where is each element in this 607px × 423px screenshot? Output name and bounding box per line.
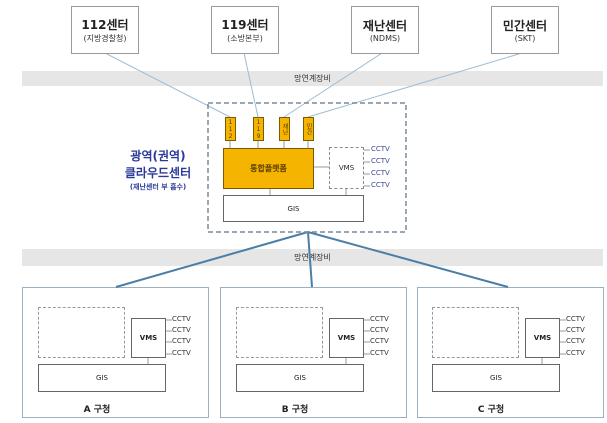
link-district-a	[115, 231, 309, 288]
vms-label: VMS	[139, 334, 158, 342]
cloud-title-line3: (재난센터 부 흡수)	[129, 183, 187, 191]
district-empty-module	[432, 307, 519, 358]
network-band-label: 망연계장비	[294, 253, 331, 262]
district-gis-a: GIS	[38, 364, 166, 392]
cctv-label: CCTV	[566, 315, 585, 323]
cctv-label: CCTV	[172, 326, 191, 334]
tag-private: 민간	[303, 117, 314, 141]
tag-112: 112	[225, 117, 236, 141]
center-119: 119센터 (소방본부)	[211, 6, 279, 54]
cloud-center-label: 광역(권역) 클라우드센터 (재난센터 부 흡수)	[112, 148, 204, 193]
gis-label: GIS	[96, 374, 108, 382]
network-band-top: 망연계장비	[22, 71, 603, 86]
vms-label: VMS	[338, 164, 355, 172]
link-private	[307, 52, 523, 118]
district-gis-b: GIS	[236, 364, 364, 392]
cctv-label: CCTV	[566, 337, 585, 345]
cloud-center-boundary	[207, 102, 407, 233]
district-empty-module	[38, 307, 125, 358]
cctv-label: CCTV	[370, 349, 389, 357]
district-gis-c: GIS	[432, 364, 560, 392]
gis-label: GIS	[490, 374, 502, 382]
cctv-label: CCTV	[371, 157, 390, 165]
gis-label: GIS	[294, 374, 306, 382]
platform-label: 통합플랫폼	[250, 164, 287, 173]
district-label-c: C 구청	[416, 400, 566, 416]
center-sub: (지방경찰청)	[83, 34, 127, 43]
link-disaster	[283, 52, 383, 118]
district-name: C 구청	[477, 404, 505, 415]
cctv-label: CCTV	[172, 337, 191, 345]
center-sub: (NDMS)	[369, 34, 401, 43]
district-empty-module	[236, 307, 323, 358]
cloud-vms: VMS	[329, 147, 364, 189]
center-name: 재난센터	[362, 19, 408, 33]
link-district-c	[307, 231, 509, 288]
center-disaster: 재난센터(NDMS)	[351, 6, 419, 54]
district-vms-b: VMS	[329, 318, 364, 358]
district-label-b: B 구청	[220, 400, 370, 416]
district-vms-a: VMS	[131, 318, 166, 358]
cctv-label: CCTV	[370, 315, 389, 323]
cctv-label: CCTV	[370, 337, 389, 345]
network-band-label: 망연계장비	[294, 74, 331, 83]
district-label-a: A 구청	[22, 400, 172, 416]
cctv-label: CCTV	[566, 326, 585, 334]
center-private: 민간센터(SKT)	[491, 6, 559, 54]
center-sub: (SKT)	[514, 34, 536, 43]
network-band-bottom: 망연계장비	[22, 249, 603, 266]
district-name: B 구청	[281, 404, 309, 415]
center-name: 민간센터	[502, 19, 548, 33]
cloud-title-line1: 광역(권역)	[130, 149, 186, 163]
vms-label: VMS	[337, 334, 356, 342]
cctv-label: CCTV	[172, 349, 191, 357]
district-name: A 구청	[83, 404, 111, 415]
tag-disaster: 재난	[279, 117, 290, 141]
center-sub: (소방본부)	[227, 34, 263, 43]
center-name: 119센터	[221, 18, 269, 32]
center-name: 112센터	[81, 18, 129, 32]
link-district-b	[307, 231, 313, 288]
vms-label: VMS	[533, 334, 552, 342]
link-119	[243, 52, 259, 118]
cctv-label: CCTV	[371, 145, 390, 153]
gis-label: GIS	[287, 204, 300, 213]
link-112	[104, 52, 231, 118]
integrated-platform: 통합플랫폼	[223, 148, 314, 189]
cloud-title-line2: 클라우드센터	[124, 166, 192, 180]
district-vms-c: VMS	[525, 318, 560, 358]
cctv-label: CCTV	[566, 349, 585, 357]
center-112: 112센터 (지방경찰청)	[71, 6, 139, 54]
cloud-gis: GIS	[223, 195, 364, 222]
cctv-label: CCTV	[370, 326, 389, 334]
tag-119: 119	[253, 117, 264, 141]
cctv-label: CCTV	[172, 315, 191, 323]
cctv-label: CCTV	[371, 169, 390, 177]
cctv-label: CCTV	[371, 181, 390, 189]
